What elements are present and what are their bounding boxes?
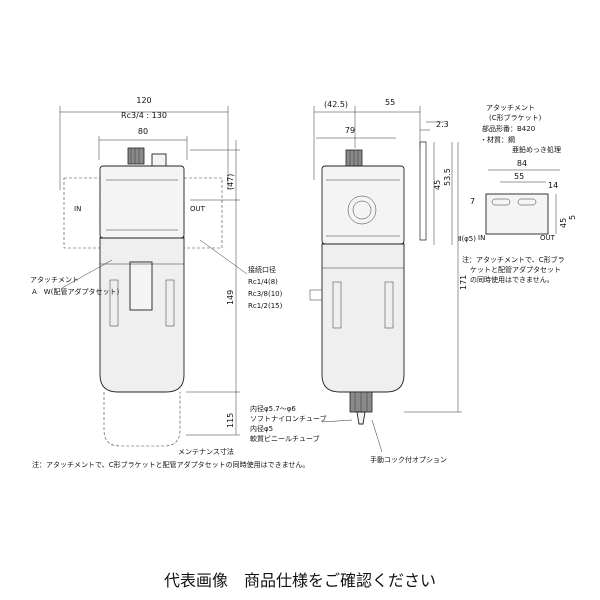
bracket-port-in: IN: [478, 234, 485, 242]
bracket-dim-84: 84: [517, 159, 527, 168]
bracket-port-out: OUT: [540, 234, 556, 242]
dim-149: 149: [226, 290, 235, 305]
connection-title: 接続口径: [248, 265, 276, 274]
bracket-note-3: の同時使用はできません。: [470, 275, 554, 284]
attachment-title: アタッチメント: [30, 275, 79, 284]
dim-rc34-130: Rc3/4 : 130: [121, 111, 167, 120]
dim-80: 80: [138, 127, 148, 136]
bracket-detail: アタッチメント (C形ブラケット) 部品形番：B420 ・材質：鋼 亜鉛めっき処…: [458, 103, 577, 284]
bracket-dim-45: 45: [559, 218, 568, 228]
dim-45-side: 45: [433, 180, 442, 190]
dim-2-3: 2.3: [436, 120, 449, 129]
bracket-note-1: 注：アタッチメントで、C形ブラ: [462, 255, 565, 264]
dim-79: 79: [345, 126, 355, 135]
attachment-detail: A W(配管アダプタセット): [32, 287, 119, 296]
footer-caption: 代表画像 商品仕様をご確認ください: [164, 571, 436, 590]
connection-rc12: Rc1/2(15): [248, 302, 283, 310]
bracket-note-2: ケットと配管アダプタセット: [470, 265, 561, 274]
bracket-dim-55: 55: [514, 172, 524, 181]
bracket-dim-7: 7: [470, 197, 475, 206]
side-view: (42.5) 55 79 2.3: [250, 98, 468, 464]
bracket-hole-dim: Ⅱ(φ5): [458, 235, 476, 243]
maintenance-label: メンテナンス寸法: [178, 447, 234, 456]
tube-soft-nylon: ソフトナイロンチューブ: [250, 414, 327, 423]
bracket-title-1: アタッチメント: [486, 103, 535, 112]
dim-120: 120: [136, 96, 151, 105]
front-view: 120 Rc3/4 : 130 80 IN OUT (: [30, 96, 309, 469]
port-out-label: OUT: [190, 205, 206, 213]
dim-115: 115: [226, 413, 235, 428]
bracket-material: ・材質：鋼: [480, 135, 515, 144]
manual-cock-option: 手動コック付オプション: [370, 455, 447, 464]
bracket-title-2: (C形ブラケット): [489, 113, 542, 122]
bracket-dim-14: 14: [548, 181, 558, 190]
tube-inner-dia-1: 内径φ5.7～φ6: [250, 404, 296, 413]
dim-47: (47): [226, 174, 235, 190]
dim-55-side: 55: [385, 98, 395, 107]
bottom-note: 注：アタッチメントで、C形ブラケットと配管アダプタセットの同時使用はできません。: [32, 460, 309, 469]
bracket-part-no: 部品形番：B420: [482, 124, 535, 133]
connection-rc38: Rc3/8(10): [248, 290, 283, 298]
tube-inner-dia-2: 内径φ5: [250, 424, 273, 433]
dim-42-5: (42.5): [324, 100, 348, 109]
dim-53-5: 53.5: [443, 168, 452, 186]
tube-vinyl: 軟質ビニールチューブ: [250, 434, 320, 443]
dim-171: 171: [459, 275, 468, 290]
bracket-dim-5: 5: [568, 215, 577, 220]
bracket-plating: 亜鉛めっき処理: [512, 145, 561, 154]
connection-rc14: Rc1/4(8): [248, 278, 278, 286]
port-in-label: IN: [74, 205, 81, 213]
